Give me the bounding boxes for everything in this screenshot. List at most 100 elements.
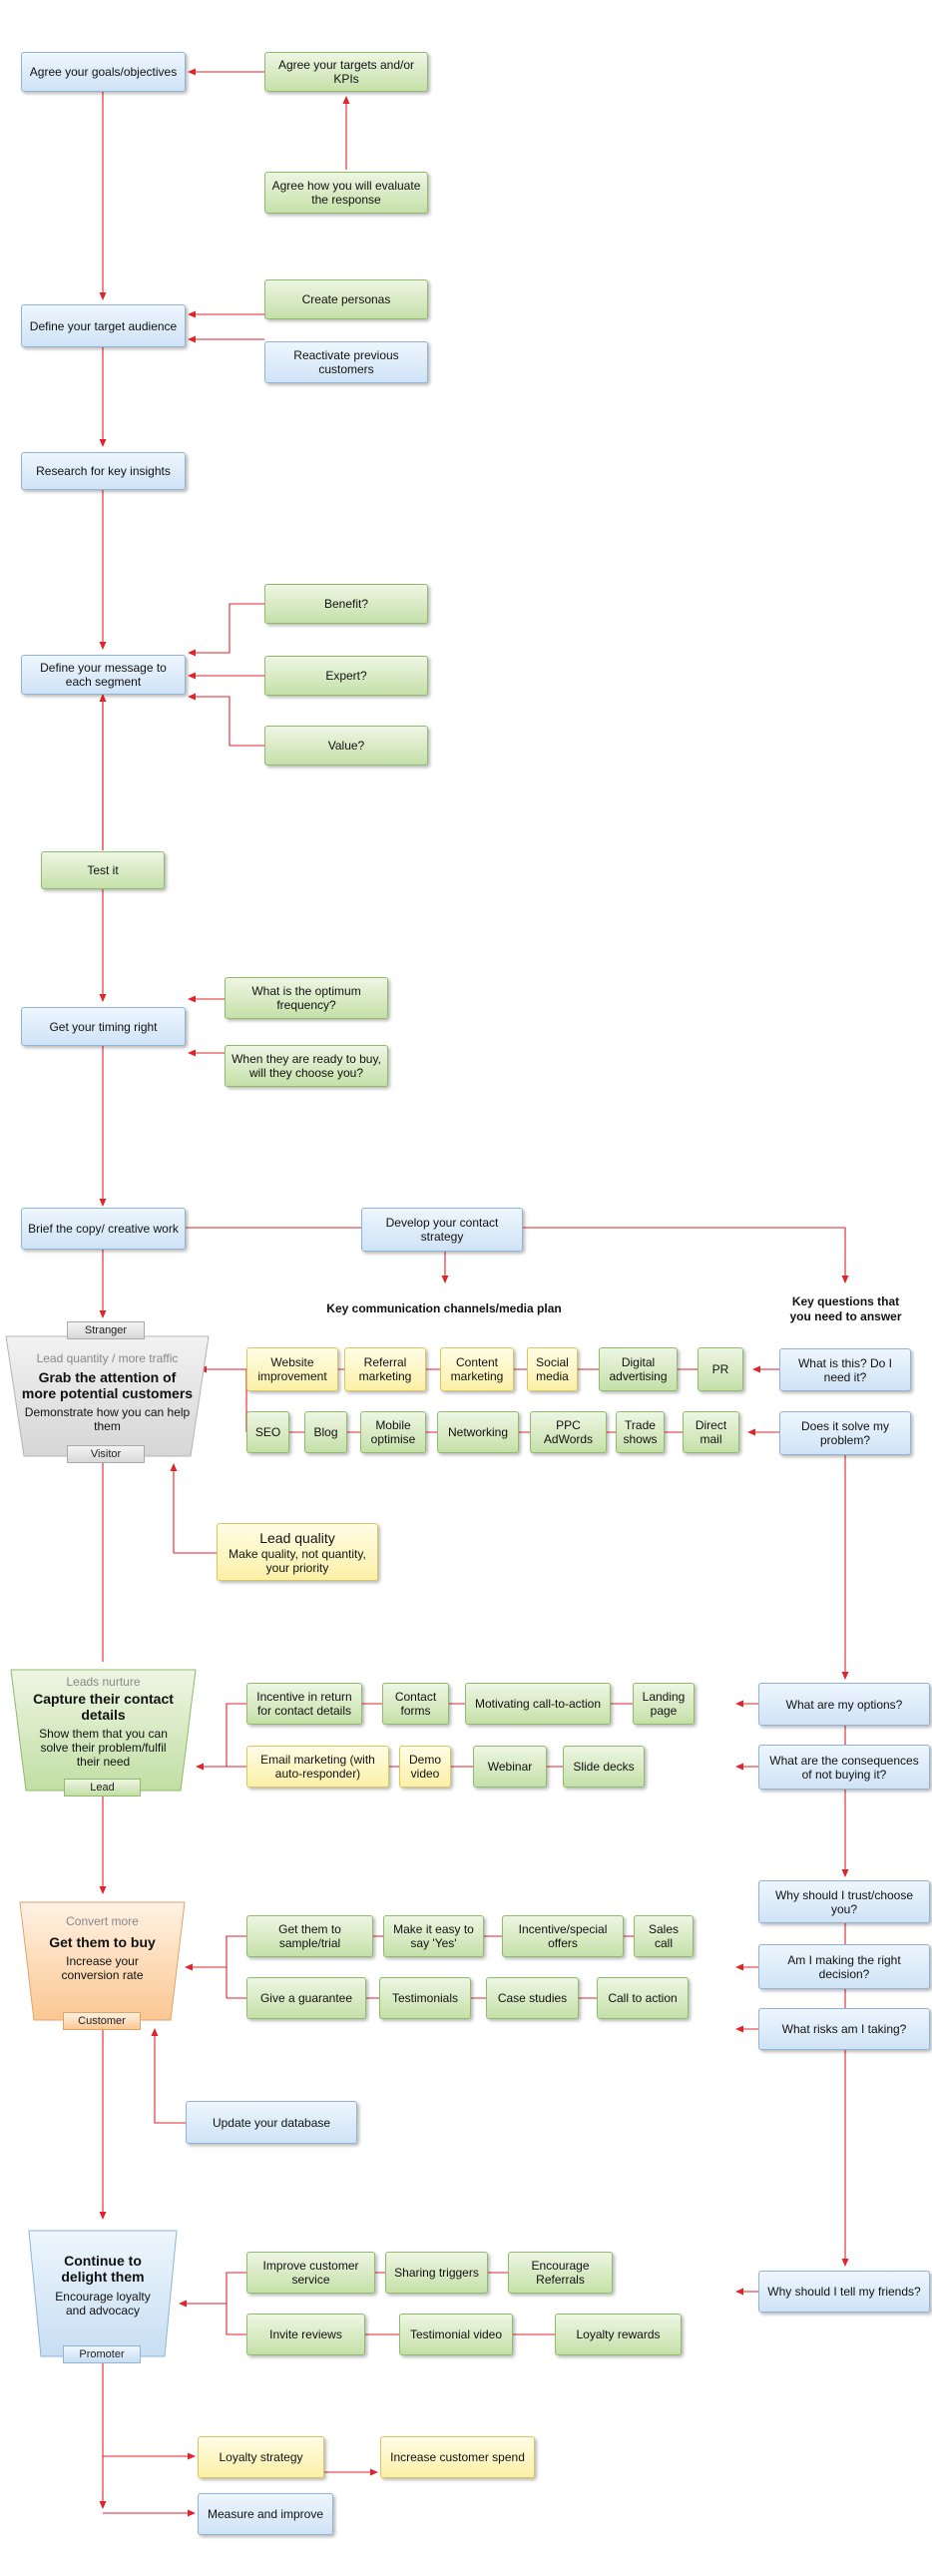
lead-quality-title: Lead quality [259, 1529, 335, 1546]
call-to-action-box: Call to action [597, 1977, 689, 2019]
sales-call-label: Sales call [648, 1922, 680, 1950]
promoter-stage: Promoter [63, 2345, 141, 2363]
attention-title: Grab the attention of more potential cus… [21, 1369, 194, 1401]
incentive-special-box: Incentive/special offers [502, 1915, 624, 1957]
attention-desc: Demonstrate how you can help them [24, 1405, 191, 1433]
reactivate-label: Reactivate previous customers [293, 348, 399, 376]
solve-problem-label: Does it solve my problem? [800, 1419, 890, 1447]
seo-box: SEO [246, 1411, 289, 1453]
tell-friends-box: Why should I tell my friends? [758, 2271, 930, 2313]
webinar-label: Webinar [487, 1760, 533, 1774]
mobile-label: Mobile optimise [370, 1418, 416, 1446]
increase-spend-box: Increase customer spend [380, 2436, 535, 2478]
guarantee-label: Give a guarantee [259, 1991, 353, 2005]
invite-reviews-label: Invite reviews [269, 2327, 342, 2341]
personas-box: Create personas [264, 279, 428, 319]
pr-label: PR [711, 1362, 729, 1376]
trade-shows-label: Trade shows [623, 1418, 658, 1446]
networking-label: Networking [447, 1425, 509, 1439]
digital-advertising-label: Digital advertising [609, 1355, 668, 1383]
benefit-box: Benefit? [264, 584, 428, 624]
website-label: Website improvement [257, 1355, 327, 1383]
encourage-referrals-box: Encourage Referrals [508, 2252, 613, 2294]
solve-problem-box: Does it solve my problem? [779, 1411, 911, 1455]
sharing-triggers-box: Sharing triggers [385, 2252, 488, 2294]
personas-label: Create personas [301, 292, 391, 306]
update-database-label: Update your database [212, 2115, 331, 2130]
encourage-referrals-label: Encourage Referrals [531, 2259, 590, 2287]
loyalty-strategy-box: Loyalty strategy [198, 2436, 324, 2478]
direct-mail-label: Direct mail [695, 1418, 727, 1446]
capture-desc: Show them that you can solve their probl… [39, 1727, 168, 1769]
blog-label: Blog [313, 1425, 338, 1439]
ppc-label: PPC AdWords [543, 1418, 594, 1446]
questions-heading: Key questions that you need to answer [789, 1294, 902, 1323]
update-database-box: Update your database [186, 2101, 357, 2144]
sharing-triggers-label: Sharing triggers [394, 2266, 479, 2280]
loyalty-rewards-label: Loyalty rewards [576, 2327, 661, 2341]
delight-funnel: Continue to delight them Encourage loyal… [28, 2230, 178, 2357]
loyalty-rewards-box: Loyalty rewards [555, 2314, 682, 2355]
content-box: Content marketing [440, 1347, 514, 1391]
contact-strategy-label: Develop your contact strategy [385, 1216, 499, 1244]
what-is-this-box: What is this? Do I need it? [779, 1348, 911, 1391]
value-label: Value? [327, 739, 365, 753]
digital-advertising-box: Digital advertising [599, 1347, 678, 1391]
targets-kpis-box: Agree your targets and/or KPIs [264, 52, 428, 92]
demo-video-label: Demo video [408, 1753, 441, 1781]
message-label: Define your message to each segment [40, 661, 167, 689]
targets-kpis-label: Agree your targets and/or KPIs [277, 58, 415, 86]
consequences-box: What are the consequences of not buying … [758, 1745, 930, 1790]
brief-box: Brief the copy/ creative work [21, 1208, 186, 1250]
incentive-return-label: Incentive in return for contact details [256, 1690, 352, 1718]
trust-box: Why should I trust/choose you? [758, 1880, 930, 1923]
motivating-cta-label: Motivating call-to-action [474, 1697, 602, 1711]
value-box: Value? [264, 726, 428, 766]
timing-box: Get your timing right [21, 1007, 186, 1046]
contact-strategy-box: Develop your contact strategy [361, 1208, 523, 1252]
direct-mail-box: Direct mail [683, 1411, 739, 1453]
social-label: Social media [536, 1355, 569, 1383]
improve-service-label: Improve customer service [262, 2259, 359, 2287]
website-box: Website improvement [246, 1347, 338, 1391]
sample-trial-box: Get them to sample/trial [246, 1915, 373, 1957]
landing-page-box: Landing page [633, 1683, 695, 1725]
networking-box: Networking [437, 1411, 519, 1453]
delight-desc: Encourage loyalty and advocacy [55, 2290, 151, 2318]
testimonials-label: Testimonials [391, 1991, 459, 2005]
visitor-stage: Visitor [67, 1445, 145, 1463]
call-to-action-label: Call to action [608, 1991, 678, 2005]
guarantee-box: Give a guarantee [246, 1977, 366, 2019]
customer-stage: Customer [63, 2012, 141, 2030]
ppc-box: PPC AdWords [530, 1411, 607, 1453]
webinar-box: Webinar [473, 1746, 547, 1788]
brief-label: Brief the copy/ creative work [28, 1222, 179, 1236]
expert-label: Expert? [325, 669, 367, 683]
content-label: Content marketing [450, 1355, 504, 1383]
say-yes-label: Make it easy to say 'Yes' [393, 1922, 474, 1950]
channels-heading: Key communication channels/media plan [326, 1301, 562, 1315]
test-label: Test it [87, 863, 119, 877]
optimum-frequency-label: What is the optimum frequency? [251, 984, 361, 1012]
lead-stage: Lead [64, 1779, 141, 1797]
referral-box: Referral marketing [344, 1347, 426, 1391]
sample-trial-label: Get them to sample/trial [278, 1922, 341, 1950]
case-studies-label: Case studies [497, 1991, 568, 2005]
evaluate-label: Agree how you will evaluate the response [271, 179, 421, 207]
testimonials-box: Testimonials [379, 1977, 471, 2019]
test-box: Test it [41, 851, 165, 889]
trade-shows-box: Trade shows [616, 1411, 665, 1453]
social-box: Social media [527, 1347, 578, 1391]
reactivate-box: Reactivate previous customers [264, 341, 428, 383]
referral-label: Referral marketing [358, 1355, 412, 1383]
evaluate-box: Agree how you will evaluate the response [264, 172, 428, 214]
capture-funnel: Leads nurture Capture their contact deta… [10, 1669, 197, 1792]
demo-video-box: Demo video [399, 1746, 451, 1788]
target-audience-box: Define your target audience [21, 304, 186, 347]
invite-reviews-box: Invite reviews [246, 2314, 365, 2355]
goals-label: Agree your goals/objectives [29, 65, 178, 79]
right-decision-box: Am I making the right decision? [758, 1944, 930, 1989]
attention-subtitle: Lead quantity / more traffic [36, 1351, 179, 1365]
case-studies-box: Case studies [486, 1977, 579, 2019]
